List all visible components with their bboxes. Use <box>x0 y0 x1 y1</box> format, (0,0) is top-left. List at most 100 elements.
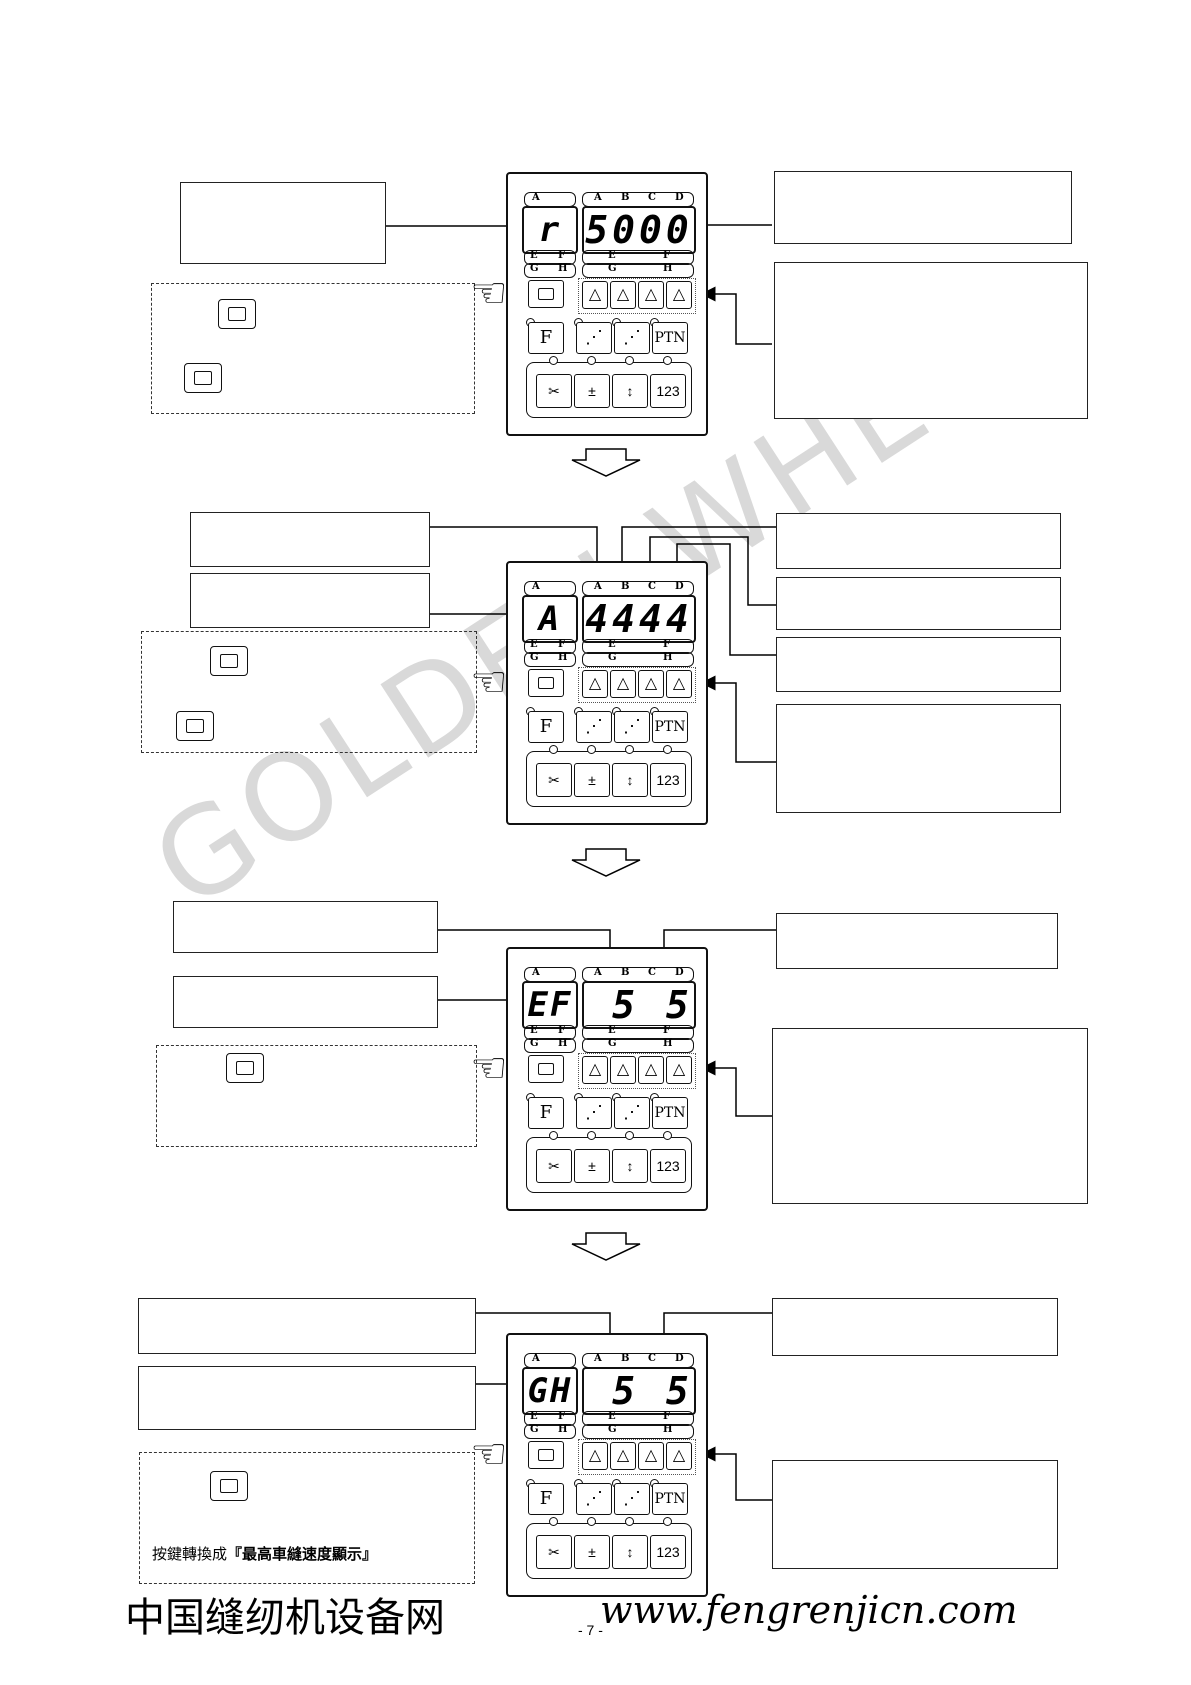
label-a: A <box>594 581 602 592</box>
b-key-button[interactable]: ⋰ <box>614 1097 650 1129</box>
digit-up-button[interactable]: △ <box>610 1056 636 1084</box>
counter-button[interactable]: 123 <box>650 1535 686 1569</box>
label-e: E <box>530 639 538 650</box>
label-b: B <box>621 581 630 592</box>
function-keys-group <box>526 751 692 807</box>
pointing-hand-icon: ☜ <box>470 658 508 705</box>
ptn-key-button[interactable]: PTN <box>652 711 688 743</box>
digit-up-button[interactable]: △ <box>582 1056 608 1084</box>
tension-button[interactable]: ± <box>574 763 610 797</box>
label-g: G <box>530 263 539 274</box>
label-g: G <box>530 1038 539 1049</box>
label-e: E <box>608 1025 616 1036</box>
label-f: F <box>558 639 566 650</box>
digit-up-button[interactable]: △ <box>638 1056 664 1084</box>
digit-up-button[interactable]: △ <box>610 1442 636 1470</box>
a-key-button[interactable]: ⋰ <box>576 322 612 354</box>
digit-up-button[interactable]: △ <box>666 670 692 698</box>
counter-button[interactable]: 123 <box>650 763 686 797</box>
needle-position-button[interactable]: ↕ <box>612 374 648 408</box>
mode-key-icon <box>218 299 256 329</box>
indicator-led <box>549 1517 558 1526</box>
f-key-button[interactable]: F <box>528 1097 564 1129</box>
needle-position-button[interactable]: ↕ <box>612 763 648 797</box>
indicator-led <box>625 1131 634 1140</box>
a-key-button[interactable]: ⋰ <box>576 1097 612 1129</box>
mode-key-button[interactable] <box>528 1441 564 1469</box>
digit-up-button[interactable]: △ <box>582 281 608 309</box>
digit-up-button[interactable]: △ <box>610 281 636 309</box>
digit-up-button[interactable]: △ <box>582 1442 608 1470</box>
label-d: D <box>675 1353 684 1364</box>
label-a: A <box>532 192 540 203</box>
label-row <box>524 250 576 265</box>
callout-box-3-right-top <box>776 913 1058 969</box>
label-row <box>524 652 576 667</box>
indicator-led <box>587 1517 596 1526</box>
label-row <box>582 1424 694 1439</box>
a-key-button[interactable]: ⋰ <box>576 711 612 743</box>
a-key-button[interactable]: ⋰ <box>576 1483 612 1515</box>
ptn-key-button[interactable]: PTN <box>652 1097 688 1129</box>
label-e: E <box>608 250 616 261</box>
mode-key-button[interactable] <box>528 1055 564 1083</box>
b-key-button[interactable]: ⋰ <box>614 1483 650 1515</box>
down-arrow-icon <box>571 1232 641 1261</box>
note-box-4 <box>139 1452 475 1584</box>
label-row <box>582 1411 694 1426</box>
mode-key-icon <box>538 1449 554 1461</box>
indicator-led <box>625 356 634 365</box>
indicator-led <box>625 745 634 754</box>
note-box-3 <box>156 1045 477 1147</box>
label-a: A <box>532 967 540 978</box>
mode-key-icon <box>176 711 214 741</box>
indicator-led <box>663 745 672 754</box>
digit-keys-group <box>578 667 696 703</box>
digit-up-button[interactable]: △ <box>582 670 608 698</box>
pointing-hand-icon: ☜ <box>470 1044 508 1091</box>
indicator-led <box>663 1517 672 1526</box>
label-b: B <box>621 967 630 978</box>
counter-button[interactable]: 123 <box>650 374 686 408</box>
digit-up-button[interactable]: △ <box>666 281 692 309</box>
digit-up-button[interactable]: △ <box>638 670 664 698</box>
callout-box-2-left-top <box>190 512 430 567</box>
thread-trim-button[interactable]: ✂ <box>536 763 572 797</box>
mode-key-icon <box>538 677 554 689</box>
b-key-button[interactable]: ⋰ <box>614 711 650 743</box>
needle-position-button[interactable]: ↕ <box>612 1535 648 1569</box>
note-box-2 <box>141 631 477 753</box>
indicator-led <box>549 745 558 754</box>
mode-key-button[interactable] <box>528 280 564 308</box>
note-caption: 按鍵轉換成『最高車縫速度顯示』 <box>152 1543 377 1564</box>
function-keys-group <box>526 1137 692 1193</box>
label-f: F <box>663 1025 671 1036</box>
f-key-button[interactable]: F <box>528 1483 564 1515</box>
callout-box-1-right-top <box>774 171 1072 244</box>
digit-up-button[interactable]: △ <box>666 1056 692 1084</box>
thread-trim-button[interactable]: ✂ <box>536 374 572 408</box>
digit-up-button[interactable]: △ <box>638 281 664 309</box>
label-f: F <box>558 250 566 261</box>
f-key-button[interactable]: F <box>528 711 564 743</box>
f-key-button[interactable]: F <box>528 322 564 354</box>
mode-key-icon <box>210 1471 248 1501</box>
digit-up-button[interactable]: △ <box>610 670 636 698</box>
digit-up-button[interactable]: △ <box>638 1442 664 1470</box>
label-c: C <box>648 1353 656 1364</box>
mode-key-button[interactable] <box>528 669 564 697</box>
thread-trim-button[interactable]: ✂ <box>536 1535 572 1569</box>
needle-position-button[interactable]: ↕ <box>612 1149 648 1183</box>
indicator-led <box>663 1131 672 1140</box>
digit-up-button[interactable]: △ <box>666 1442 692 1470</box>
b-key-button[interactable]: ⋰ <box>614 322 650 354</box>
counter-button[interactable]: 123 <box>650 1149 686 1183</box>
ptn-key-button[interactable]: PTN <box>652 322 688 354</box>
tension-button[interactable]: ± <box>574 374 610 408</box>
callout-box-2-right-1 <box>776 513 1061 569</box>
thread-trim-button[interactable]: ✂ <box>536 1149 572 1183</box>
label-h: H <box>663 652 673 663</box>
ptn-key-button[interactable]: PTN <box>652 1483 688 1515</box>
tension-button[interactable]: ± <box>574 1149 610 1183</box>
tension-button[interactable]: ± <box>574 1535 610 1569</box>
